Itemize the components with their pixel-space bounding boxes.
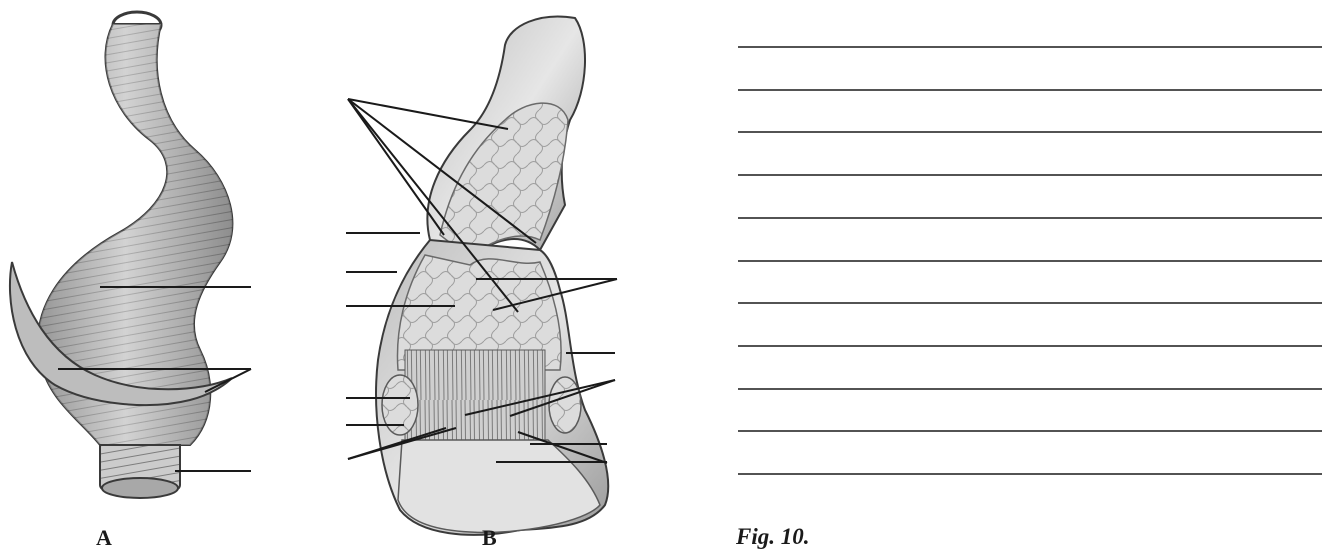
answer-lines bbox=[738, 47, 1322, 474]
panel-a-drawing bbox=[10, 12, 251, 498]
panel-a-label: A bbox=[96, 525, 112, 551]
panel-b-label: B bbox=[482, 525, 497, 551]
panel-a-leader-line bbox=[205, 369, 251, 392]
panel-b-anal-columns bbox=[405, 350, 545, 440]
figure-caption: Fig. 10. bbox=[736, 524, 809, 550]
panel-b-drawing bbox=[376, 17, 608, 535]
